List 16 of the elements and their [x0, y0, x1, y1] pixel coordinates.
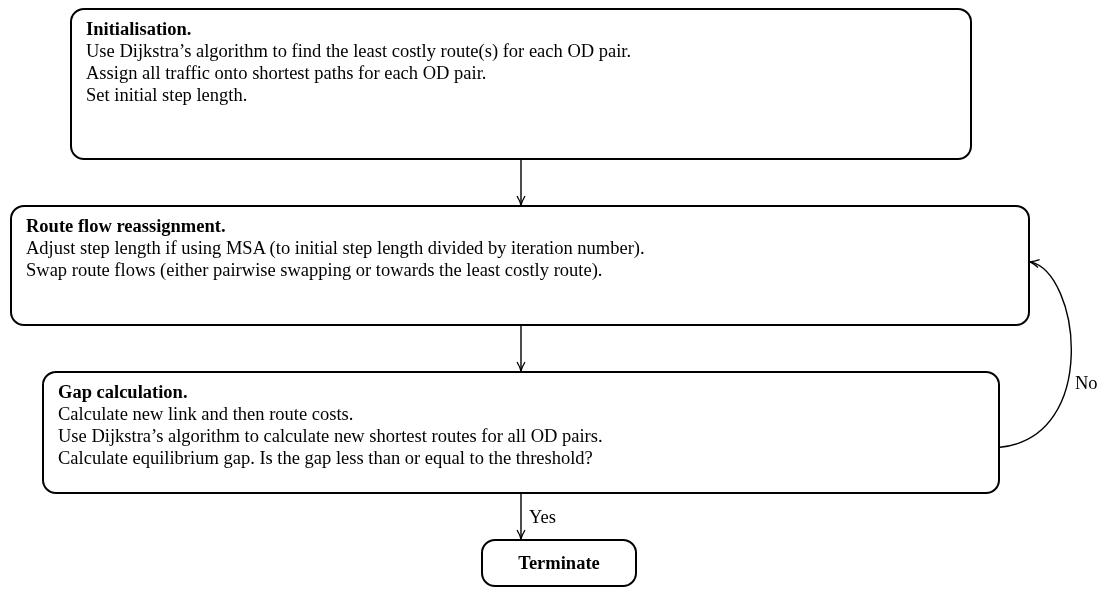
step-text: Assign all traffic onto shortest paths for each OD pair.	[86, 62, 488, 84]
step-text: Adjust step length if using MSA (to initial step length divided by iteration number).	[26, 237, 646, 259]
step-text: Set initial step length.	[86, 84, 249, 106]
step-text: Calculate new link and then route costs.	[58, 403, 355, 425]
step-text: Swap route flows (either pairwise swapping or towards the least costly route).	[26, 259, 604, 281]
terminal-box	[481, 539, 637, 587]
step-text: Calculate equilibrium gap. Is the gap less than or equal to the threshold?	[58, 447, 594, 469]
step-text: Use Dijkstra’s algorithm to calculate new shortest routes for all OD pairs.	[58, 425, 604, 447]
step-box	[10, 205, 1030, 326]
step-heading: Route flow reassignment.	[26, 215, 227, 237]
step-heading: Initialisation.	[86, 18, 193, 40]
step-heading: Terminate	[518, 552, 600, 574]
step-box	[70, 8, 972, 160]
step-box	[42, 371, 1000, 494]
step-text: Use Dijkstra’s algorithm to find the least costly route(s) for each OD pair.	[86, 40, 633, 62]
step-heading: Gap calculation.	[58, 381, 189, 403]
